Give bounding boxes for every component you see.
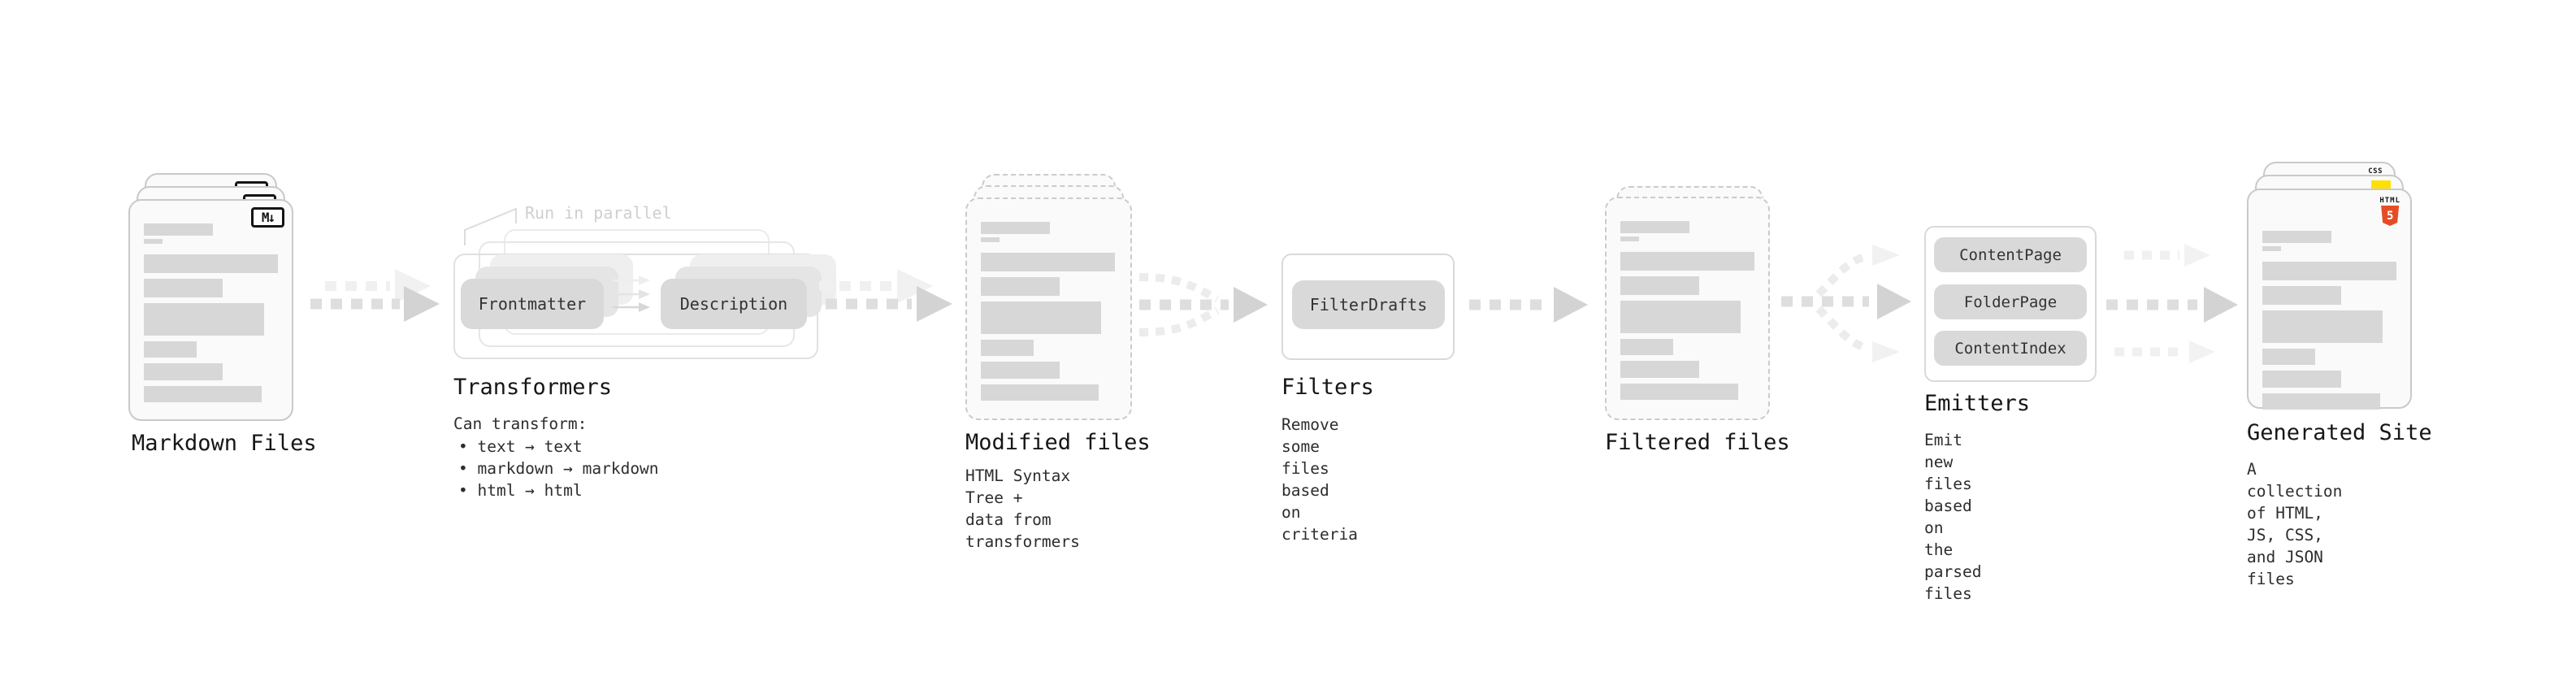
station-label-emitters: Emitters (1924, 391, 2031, 416)
placeholder-bar (144, 239, 163, 244)
mini-arrow (613, 302, 650, 312)
placeholder-bar (2262, 393, 2380, 410)
placeholder-bar (2262, 349, 2315, 365)
transformers-bullet: • html → html (458, 481, 583, 500)
placeholder-bar (981, 277, 1060, 296)
file-card-front: M↓ (128, 199, 293, 421)
placeholder-bar (1620, 252, 1754, 271)
description-button: Description (661, 279, 807, 329)
station-label-markdown-files: Markdown Files (132, 431, 317, 456)
placeholder-bar (2262, 310, 2383, 343)
placeholder-bar (1620, 301, 1741, 333)
placeholder-bar (981, 340, 1034, 356)
placeholder-bar (981, 384, 1099, 401)
placeholder-bar (981, 222, 1050, 234)
arrow-transformers-to-modified (819, 269, 952, 322)
folderpage-button: FolderPage (1934, 284, 2087, 319)
arrow-markdown-to-transformers (310, 269, 440, 322)
placeholder-bar (2262, 262, 2396, 280)
contentpage-button: ContentPage (1934, 237, 2087, 272)
placeholder-bar (2262, 371, 2341, 388)
emitters-desc: Emit new files based on the parsed files (1924, 431, 1982, 603)
placeholder-bar (2262, 231, 2331, 243)
mini-arrow (613, 275, 650, 285)
station-label-modified-files: Modified files (965, 430, 1151, 455)
placeholder-bar (1620, 361, 1699, 378)
frontmatter-button: Frontmatter (461, 279, 604, 329)
placeholder-text-bars (144, 223, 278, 402)
placeholder-bar (1620, 384, 1738, 400)
transformers-desc-title: Can transform: (453, 414, 588, 433)
station-label-filters: Filters (1281, 375, 1374, 400)
generated-site-desc: A collection of HTML, JS, CSS, and JSON … (2247, 460, 2343, 588)
filterdrafts-button: FilterDrafts (1292, 280, 1445, 329)
placeholder-text-bars (2262, 231, 2396, 410)
markdown-logo-icon: M↓ (251, 207, 284, 228)
placeholder-bar (981, 362, 1060, 379)
station-label-filtered-files: Filtered files (1605, 430, 1790, 455)
contentindex-button: ContentIndex (1934, 331, 2087, 366)
station-label-transformers: Transformers (453, 375, 613, 400)
placeholder-text-bars (1620, 221, 1754, 400)
placeholder-bar (144, 254, 278, 273)
parallel-flow-arrows-icon (613, 275, 650, 312)
arrow-filters-to-filtered (1469, 287, 1588, 323)
file-card-front: HTML 5 (2247, 189, 2412, 410)
placeholder-bar (144, 386, 262, 402)
html5-word: HTML (2379, 197, 2400, 205)
modified-files-desc: HTML Syntax Tree + data from transformer… (965, 466, 1080, 551)
placeholder-bar (144, 341, 197, 358)
html5-logo-icon: HTML 5 (2379, 197, 2400, 226)
js-file-icon (2371, 180, 2391, 191)
transformers-bullet: • text → text (458, 437, 583, 456)
placeholder-bar (144, 363, 223, 380)
arrow-modified-to-filters (1138, 273, 1268, 336)
placeholder-bar (1620, 221, 1689, 233)
placeholder-bar (2262, 246, 2281, 251)
placeholder-bar (981, 237, 1000, 242)
placeholder-bar (144, 279, 223, 297)
placeholder-bar (981, 301, 1101, 334)
transformers-bullet: • markdown → markdown (458, 459, 659, 478)
filters-desc: Remove some files based on criteria (1281, 415, 1358, 544)
station-label-generated-site: Generated Site (2247, 420, 2432, 445)
placeholder-bar (1620, 236, 1639, 241)
run-in-parallel-callout: Run in parallel (525, 203, 672, 223)
placeholder-bar (1620, 339, 1673, 355)
mini-arrow (613, 289, 650, 299)
placeholder-bar (144, 303, 264, 336)
placeholder-bar (2262, 286, 2341, 305)
file-card-front (1605, 197, 1770, 420)
placeholder-bar (144, 223, 213, 236)
arrow-filtered-to-emitters (1781, 245, 1911, 362)
placeholder-bar (981, 253, 1115, 271)
arrow-emitters-to-generated (2106, 244, 2238, 363)
placeholder-bar (1620, 276, 1699, 295)
file-card-front (965, 197, 1132, 420)
html5-shield: 5 (2381, 206, 2400, 226)
placeholder-text-bars (981, 222, 1115, 401)
